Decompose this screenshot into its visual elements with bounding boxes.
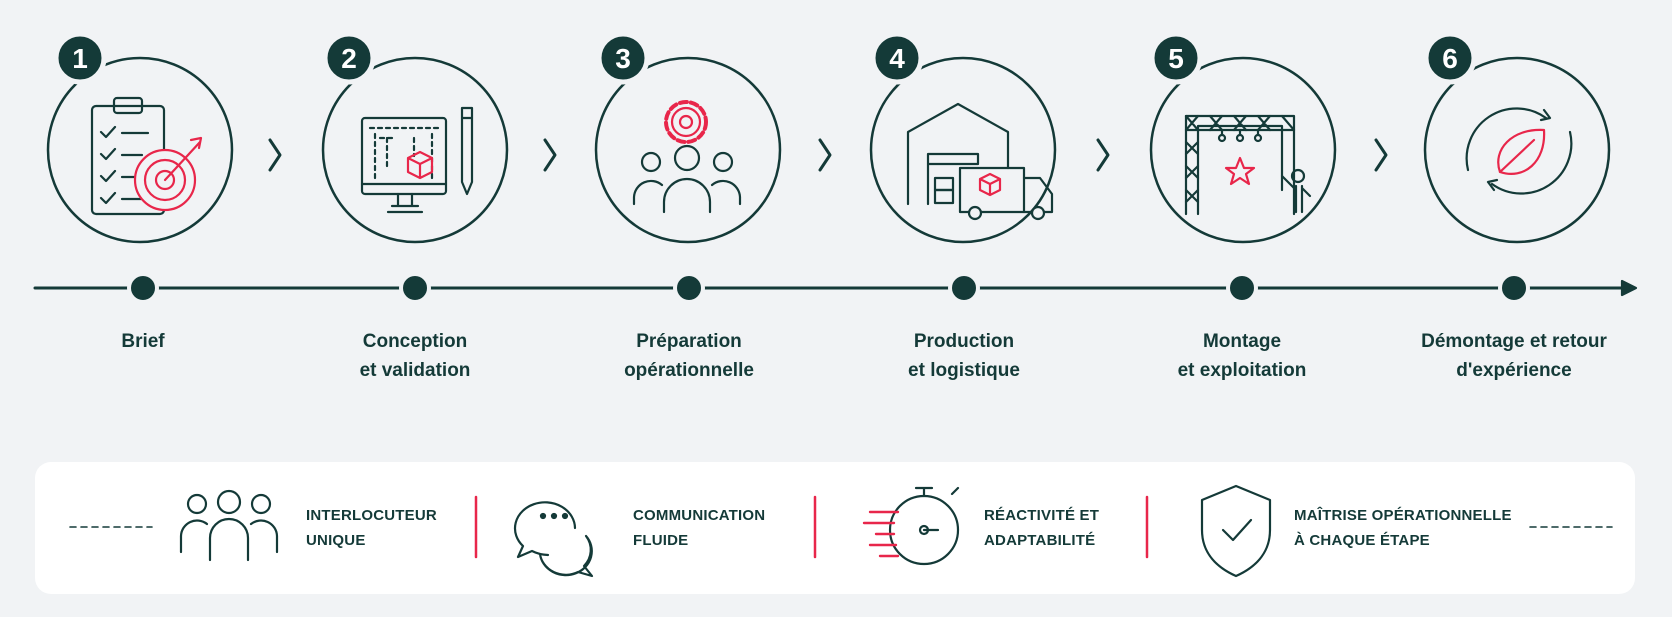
leaf-cycle-icon: [1465, 107, 1573, 195]
step-badges: 1 2 3 4 5 6: [53, 31, 1477, 85]
timeline-dot: [1498, 272, 1530, 304]
step-number: 2: [341, 43, 357, 74]
step-label-line1: Préparation: [636, 331, 742, 352]
stopwatch-icon: [862, 486, 960, 566]
feature-4-text: MAÎTRISE OPÉRATIONNELLE À CHAQUE ÉTAPE: [1294, 503, 1512, 553]
step-badge-3: 3: [596, 31, 650, 85]
features-panel: [35, 462, 1635, 594]
step-label-line1: Production: [913, 331, 1015, 352]
step-number: 6: [1442, 43, 1458, 74]
feature-2-text: COMMUNICATION FLUIDE: [633, 503, 765, 553]
feature-line2: ADAPTABILITÉ: [984, 532, 1096, 549]
step-number: 1: [72, 43, 88, 74]
step-chevrons: [268, 138, 1388, 172]
step-number: 4: [889, 43, 905, 74]
step-label-2: Conception et validation: [285, 327, 545, 385]
step-1: [46, 56, 234, 244]
step-label-1: Brief: [13, 327, 273, 356]
step-5: [1149, 56, 1337, 244]
step-2-circle: [321, 56, 509, 244]
team-gear-icon: [632, 100, 742, 214]
chevron-right-icon: [543, 138, 557, 172]
people-icon: [179, 489, 279, 562]
step-4: [869, 56, 1057, 244]
feature-line1: INTERLOCUTEUR: [306, 507, 437, 524]
chevron-right-icon: [1096, 138, 1110, 172]
monitor-blueprint-icon: [360, 106, 474, 214]
step-number: 3: [615, 43, 631, 74]
step-label-5: Montage et exploitation: [1112, 327, 1372, 385]
timeline-dot: [127, 272, 159, 304]
step-label-line1: Conception: [362, 331, 468, 352]
step-label-line1: Brief: [121, 331, 165, 352]
feature-separators: [474, 495, 1149, 559]
step-label-line2: et exploitation: [1177, 360, 1307, 381]
step-badge-2: 2: [322, 31, 376, 85]
step-3-circle: [594, 56, 782, 244]
step-label-line2: et validation: [359, 360, 471, 381]
step-number: 5: [1168, 43, 1184, 74]
step-4-circle: [869, 56, 1057, 244]
clipboard-target-icon: [90, 96, 203, 216]
step-label-line2: d'expérience: [1456, 360, 1572, 381]
step-badge-6: 6: [1423, 31, 1477, 85]
feature-line2: À CHAQUE ÉTAPE: [1294, 532, 1430, 549]
feature-line2: FLUIDE: [633, 532, 689, 549]
timeline-dot: [1226, 272, 1258, 304]
timeline-dot: [399, 272, 431, 304]
chat-bubbles-icon: [513, 501, 594, 578]
step-2: [321, 56, 509, 244]
timeline-dot: [673, 272, 705, 304]
feature-1-text: INTERLOCUTEUR UNIQUE: [306, 503, 437, 553]
step-3: [594, 56, 782, 244]
feature-line1: MAÎTRISE OPÉRATIONNELLE: [1294, 507, 1512, 524]
step-label-line2: et logistique: [908, 360, 1020, 381]
step-badge-4: 4: [870, 31, 924, 85]
timeline-dot: [948, 272, 980, 304]
step-6: [1423, 56, 1611, 244]
step-label-line2: opérationnelle: [624, 360, 754, 381]
chevron-right-icon: [268, 138, 282, 172]
timeline: [33, 279, 1638, 297]
step-1-circle: [46, 56, 234, 244]
stage-truss-icon: [1184, 114, 1312, 216]
timeline-dots: [127, 272, 1530, 304]
step-6-circle: [1423, 56, 1611, 244]
step-5-circle: [1149, 56, 1337, 244]
timeline-arrow-head: [1620, 279, 1638, 297]
step-label-line1: Montage: [1202, 331, 1282, 352]
step-label-line1: Démontage et retour: [1421, 331, 1607, 352]
feature-line1: COMMUNICATION: [633, 507, 766, 524]
step-label-6: Démontage et retour d'expérience: [1384, 327, 1644, 385]
chevron-right-icon: [1374, 138, 1388, 172]
step-badge-1: 1: [53, 31, 107, 85]
warehouse-truck-icon: [906, 102, 1054, 221]
feature-3-text: RÉACTIVITÉ ET ADAPTABILITÉ: [984, 503, 1099, 553]
shield-check-icon: [1200, 484, 1272, 578]
chevron-right-icon: [818, 138, 832, 172]
step-badge-5: 5: [1149, 31, 1203, 85]
feature-line1: RÉACTIVITÉ ET: [984, 507, 1100, 524]
step-label-3: Préparation opérationnelle: [559, 327, 819, 385]
feature-line2: UNIQUE: [306, 532, 366, 549]
step-label-4: Production et logistique: [834, 327, 1094, 385]
